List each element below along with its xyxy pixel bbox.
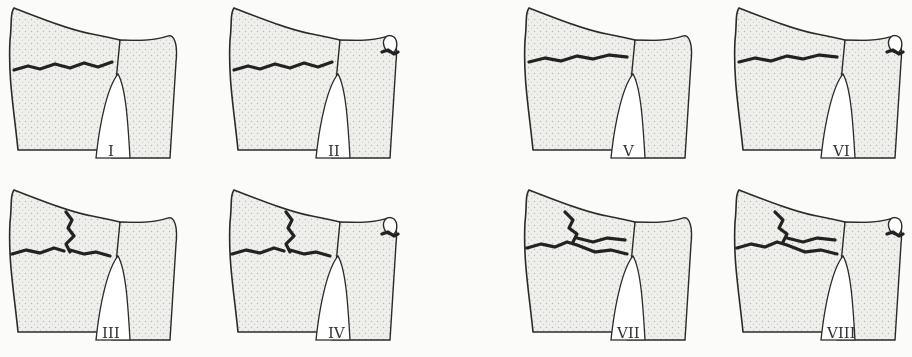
panel-vii: VII [525, 190, 692, 342]
panel-vi: VI [735, 8, 903, 160]
panel-label: IV [328, 324, 346, 342]
panel-iii: III [10, 190, 177, 342]
panel-label: VII [616, 324, 640, 342]
panel-v: V [525, 8, 692, 160]
panel-iv: IV [230, 190, 398, 342]
panel-ii: II [230, 8, 398, 160]
panel-label: III [102, 324, 120, 342]
panel-label: VIII [826, 324, 856, 342]
panel-label: V [622, 142, 635, 160]
panel-label: VI [832, 142, 850, 160]
panel-i: I [10, 8, 177, 160]
panel-viii: VIII [735, 190, 903, 342]
panel-label: II [328, 142, 340, 160]
panel-label: I [108, 142, 114, 160]
